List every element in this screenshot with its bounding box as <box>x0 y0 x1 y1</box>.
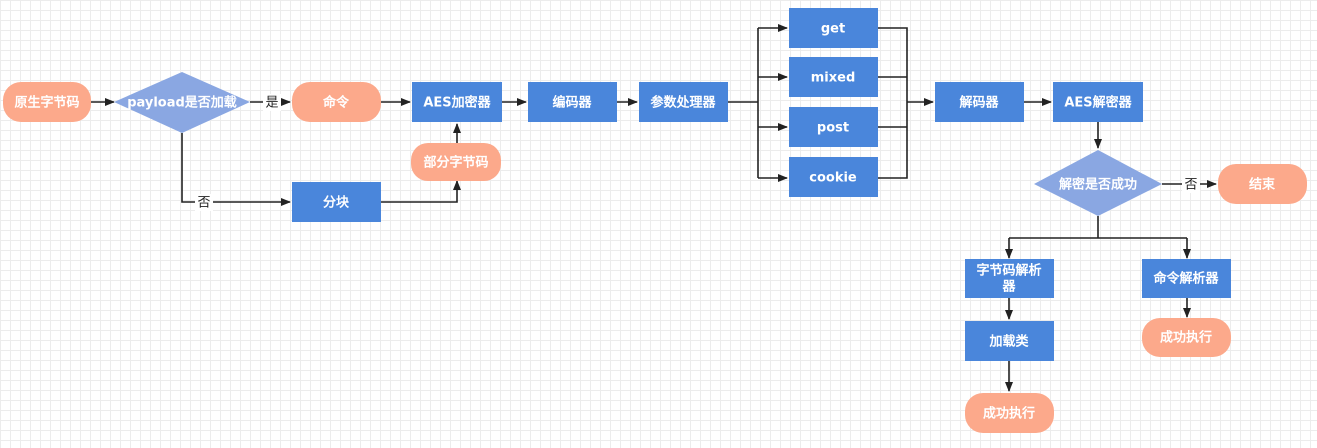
node-command-label: 命令 <box>322 95 350 111</box>
edge-label-yes: 是 <box>265 96 278 111</box>
node-payload-loaded-label: payload是否加载 <box>127 95 237 111</box>
node-load-class[interactable] <box>965 321 1054 361</box>
node-command-parser-label: 命令解析器 <box>1152 271 1219 287</box>
node-success-left[interactable] <box>965 393 1054 433</box>
node-success-right[interactable] <box>1142 318 1231 357</box>
node-raw-bytecode-label: 原生字节码 <box>14 95 79 111</box>
node-mixed[interactable] <box>789 57 878 97</box>
node-aes-encrypt[interactable] <box>412 82 502 122</box>
edge-from-cookie <box>878 102 908 179</box>
edge-label-no-decrypt: 否 <box>1184 178 1197 193</box>
node-partial-bytecode-label: 部分字节码 <box>423 155 488 171</box>
node-bytecode-parser-label-line2: 器 <box>1001 280 1016 295</box>
node-decoder-label: 解码器 <box>958 95 999 111</box>
node-encoder[interactable] <box>528 82 617 122</box>
node-end-label: 结束 <box>1249 177 1276 193</box>
node-decrypt-success-label: 解密是否成功 <box>1058 177 1137 193</box>
node-command[interactable] <box>292 82 381 122</box>
node-get-label: get <box>821 22 845 37</box>
node-aes-encrypt-label: AES加密器 <box>423 95 491 111</box>
edge-label-bg <box>195 194 213 211</box>
node-command-parser[interactable] <box>1142 259 1231 298</box>
node-success-left-label: 成功执行 <box>983 406 1035 422</box>
node-decrypt-success-decision[interactable] <box>1034 150 1162 216</box>
node-decoder[interactable] <box>935 82 1024 122</box>
node-aes-decrypt-label: AES解密器 <box>1064 95 1132 111</box>
node-success-right-label: 成功执行 <box>1160 330 1212 346</box>
node-cookie-label: cookie <box>809 171 857 186</box>
edge-decision-to-chunk <box>181 133 291 206</box>
node-load-class-label: 加载类 <box>988 334 1029 350</box>
node-mixed-label: mixed <box>811 71 856 86</box>
node-bytecode-parser[interactable] <box>965 259 1054 298</box>
edge-label-bg <box>263 94 281 111</box>
node-post-label: post <box>817 121 849 136</box>
node-cookie[interactable] <box>789 157 878 197</box>
edges <box>91 24 1217 392</box>
node-payload-loaded-decision[interactable] <box>114 72 250 133</box>
edge-chunk-to-partial <box>381 180 461 203</box>
node-param-processor[interactable] <box>639 82 728 122</box>
node-param-processor-label: 参数处理器 <box>650 95 716 111</box>
edge-label-bg <box>1182 176 1200 193</box>
node-end[interactable] <box>1218 164 1307 204</box>
edge-label-no-payload: 否 <box>197 196 210 211</box>
node-partial-bytecode[interactable] <box>411 143 501 181</box>
node-post[interactable] <box>789 107 878 147</box>
node-aes-decrypt[interactable] <box>1053 82 1143 122</box>
edge-from-get <box>878 27 908 102</box>
node-encoder-label: 编码器 <box>552 95 592 111</box>
node-chunk[interactable] <box>292 182 381 222</box>
node-chunk-label: 分块 <box>323 195 350 211</box>
node-raw-bytecode[interactable] <box>3 82 91 122</box>
node-get[interactable] <box>789 8 878 48</box>
node-bytecode-parser-label-line1: 字节码解析 <box>976 263 1041 279</box>
